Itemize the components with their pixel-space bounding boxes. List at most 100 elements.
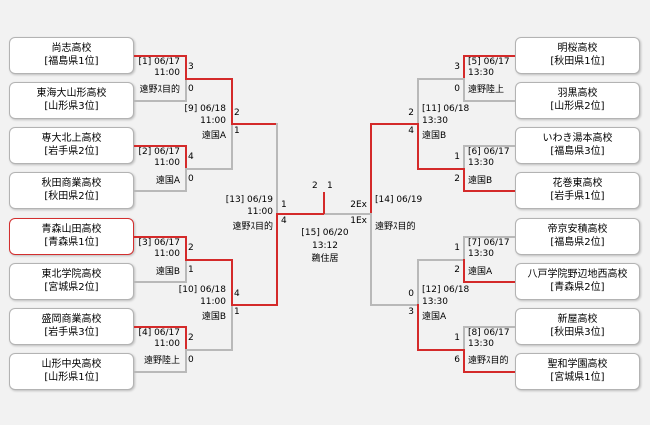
match-score: 1 xyxy=(281,200,287,210)
team-card-left-4[interactable]: 秋田商業高校 [秋田県2位] xyxy=(9,172,134,209)
match-score: 2 xyxy=(408,108,414,118)
team-prefecture: [山形県2位] xyxy=(550,101,605,112)
match-venue: 遠国A xyxy=(422,312,447,322)
team-card-right-1[interactable]: 明桜高校 [秋田県1位] xyxy=(515,37,640,74)
team-card-right-2[interactable]: 羽黒高校 [山形県2位] xyxy=(515,82,640,119)
bracket-line xyxy=(370,123,372,213)
match-score: 0 xyxy=(454,84,460,94)
team-card-left-5[interactable]: 青森山田高校 [青森県1位] xyxy=(9,218,134,255)
bracket-line xyxy=(463,371,515,373)
match-venue: 遠国A xyxy=(201,131,226,141)
team-name: 羽黒高校 xyxy=(557,88,598,99)
team-card-left-7[interactable]: 盛岡商業高校 [岩手県3位] xyxy=(9,308,134,345)
team-prefecture: [宮城県1位] xyxy=(550,372,605,383)
match-venue: 遠国B xyxy=(155,267,180,277)
bracket-line xyxy=(134,145,187,147)
bracket-line xyxy=(231,78,233,123)
bracket-line xyxy=(463,100,515,102)
team-card-left-8[interactable]: 山形中央高校 [山形県1位] xyxy=(9,353,134,390)
bracket-line xyxy=(417,123,419,169)
team-prefecture: [岩手県2位] xyxy=(44,146,99,157)
team-card-left-6[interactable]: 東北学院高校 [宮城県2位] xyxy=(9,263,134,300)
bracket-line xyxy=(276,213,324,215)
team-prefecture: [青森県1位] xyxy=(44,237,99,248)
match-number-date: [10] 06/18 xyxy=(178,285,226,295)
bracket-line xyxy=(463,168,465,191)
team-prefecture: [岩手県3位] xyxy=(44,327,99,338)
match-score: 3 xyxy=(454,62,460,72)
match-venue: 遠国A xyxy=(468,267,493,277)
final-score: 1 xyxy=(327,181,333,191)
match-score: 2 xyxy=(454,265,460,275)
team-name: 専大北上高校 xyxy=(41,133,102,144)
bracket-line xyxy=(417,259,465,261)
bracket-line xyxy=(185,259,187,282)
bracket-line xyxy=(323,192,325,214)
team-name: 帝京安積高校 xyxy=(547,224,608,235)
bracket-line xyxy=(463,78,465,101)
bracket-line xyxy=(370,123,419,125)
team-card-left-2[interactable]: 東海大山形高校 [山形県3位] xyxy=(9,82,134,119)
match-venue: 遠野ｽ目的 xyxy=(232,222,273,232)
team-prefecture: [山形県1位] xyxy=(44,372,99,383)
team-name: 東北学院高校 xyxy=(41,269,102,280)
match-venue: 遠国B xyxy=(468,176,493,186)
match-number-date: [5] 06/17 xyxy=(468,57,510,67)
bracket-line xyxy=(231,304,278,306)
match-score: 1 xyxy=(454,333,460,343)
team-card-right-5[interactable]: 帝京安積高校 [福島県2位] xyxy=(515,218,640,255)
match-time: 11:00 xyxy=(154,249,180,259)
team-card-right-3[interactable]: いわき湯本高校 [福島県3位] xyxy=(515,127,640,164)
team-card-left-3[interactable]: 専大北上高校 [岩手県2位] xyxy=(9,127,134,164)
team-prefecture: [福島県2位] xyxy=(550,237,605,248)
match-score: 3 xyxy=(188,62,194,72)
bracket-line xyxy=(185,236,187,259)
team-card-right-6[interactable]: 八戸学院野辺地西高校 [青森県2位] xyxy=(515,263,640,300)
match-number-date: [13] 06/19 xyxy=(225,195,273,205)
team-name: いわき湯本高校 xyxy=(542,133,613,144)
match-score: 2 xyxy=(188,243,194,253)
match-score: 4 xyxy=(188,152,194,162)
bracket-line xyxy=(463,259,465,282)
bracket-line xyxy=(185,259,233,261)
match-score: 1 xyxy=(234,126,240,136)
team-card-left-1[interactable]: 尚志高校 [福島県1位] xyxy=(9,37,134,74)
match-number-date: [1] 06/17 xyxy=(138,57,180,67)
bracket-line xyxy=(185,349,233,351)
match-venue: 遠野陸上 xyxy=(143,356,180,366)
team-card-right-4[interactable]: 花巻東高校 [岩手県1位] xyxy=(515,172,640,209)
team-card-right-8[interactable]: 聖和学園高校 [宮城県1位] xyxy=(515,353,640,390)
team-prefecture: [秋田県3位] xyxy=(550,327,605,338)
team-card-right-7[interactable]: 新屋高校 [秋田県3位] xyxy=(515,308,640,345)
match-score: 1 xyxy=(454,152,460,162)
bracket-line xyxy=(134,55,187,57)
bracket-line xyxy=(185,168,233,170)
team-prefecture: [福島県1位] xyxy=(44,56,99,67)
bracket-line xyxy=(463,326,515,328)
team-name: 盛岡商業高校 xyxy=(41,314,102,325)
match-number-date: [14] 06/19 xyxy=(375,195,423,205)
match-time: 11:00 xyxy=(200,116,226,126)
bracket-line xyxy=(134,326,187,328)
bracket-line xyxy=(134,100,187,102)
bracket-line xyxy=(463,281,515,283)
bracket-line xyxy=(231,304,233,350)
match-number-date: [11] 06/18 xyxy=(422,104,470,114)
match-time: 13:12 xyxy=(312,241,338,251)
team-name: 新屋高校 xyxy=(557,314,598,325)
match-score: 2 xyxy=(454,174,460,184)
bracket-line xyxy=(463,349,465,372)
match-score: 4 xyxy=(408,126,414,136)
bracket-line xyxy=(276,123,278,213)
match-score: 0 xyxy=(408,289,414,299)
match-number-date: [8] 06/17 xyxy=(468,328,510,338)
match-number-date: [6] 06/17 xyxy=(468,147,510,157)
bracket-line xyxy=(134,190,187,192)
team-name: 花巻東高校 xyxy=(552,178,603,189)
bracket-line xyxy=(463,326,465,349)
team-name: 青森山田高校 xyxy=(41,224,102,235)
team-name: 聖和学園高校 xyxy=(547,359,608,370)
match-score: 0 xyxy=(188,84,194,94)
bracket-line xyxy=(463,145,515,147)
bracket-line xyxy=(134,281,187,283)
